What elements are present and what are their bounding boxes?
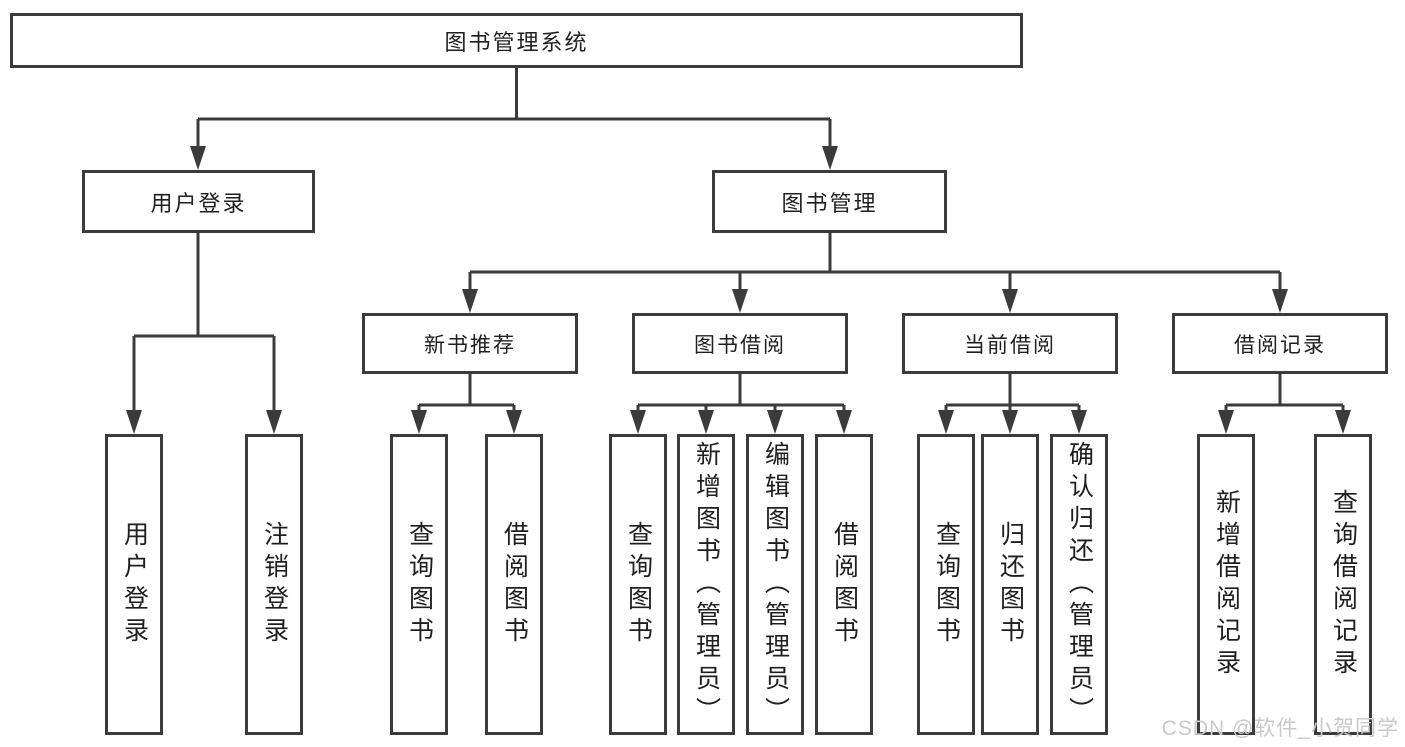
leaf-user-login: 用户登录 [105,434,163,735]
leaf-borrow-add-books-admin: 新增图书（管理员） [677,434,735,735]
leaf-borrow-edit-books-admin: 编辑图书（管理员） [746,434,804,735]
node-label: 查询图书 [932,520,961,649]
node-label: 图书管理 [781,190,878,216]
node-label: 新增图书（管理员） [692,440,721,729]
leaf-records-add-borrow-record: 新增借阅记录 [1197,434,1255,735]
node-label: 图书借阅 [694,333,786,357]
node-label: 新书推荐 [424,333,516,357]
leaf-logout-login: 注销登录 [245,434,303,735]
node-label: 新增借阅记录 [1212,488,1241,681]
node-user-login: 用户登录 [82,170,315,233]
node-label: 查询图书 [624,520,653,649]
node-label: 图书管理系统 [444,29,589,55]
leaf-current-confirm-return-admin: 确认归还（管理员） [1050,434,1108,735]
node-label: 查询借阅记录 [1329,488,1358,681]
node-book-borrow: 图书借阅 [632,313,848,374]
node-label: 用户登录 [120,520,149,649]
leaf-current-return-books: 归还图书 [981,434,1039,735]
node-label: 确认归还（管理员） [1065,440,1094,729]
node-borrow-records: 借阅记录 [1172,313,1388,374]
node-label: 借阅图书 [830,520,859,649]
csdn-watermark: CSDN @软件_小贺同学 [1161,717,1399,740]
leaf-recommend-query-books: 查询图书 [390,434,448,735]
node-current-borrow: 当前借阅 [902,313,1118,374]
node-book-management: 图书管理 [712,170,947,233]
node-label: 借阅图书 [500,520,529,649]
node-label: 当前借阅 [964,333,1056,357]
leaf-borrow-borrow-books: 借阅图书 [815,434,873,735]
node-label: 注销登录 [260,520,289,649]
node-label: 编辑图书（管理员） [761,440,790,729]
node-new-book-recommend: 新书推荐 [362,313,578,374]
leaf-current-query-books: 查询图书 [917,434,975,735]
leaf-records-query-borrow-record: 查询借阅记录 [1314,434,1372,735]
leaf-recommend-borrow-books: 借阅图书 [485,434,543,735]
node-root-library-system: 图书管理系统 [10,13,1023,68]
node-label: 归还图书 [996,520,1025,649]
node-label: 查询图书 [405,520,434,649]
node-label: 借阅记录 [1234,333,1326,357]
leaf-borrow-query-books: 查询图书 [609,434,667,735]
node-label: 用户登录 [150,190,247,216]
